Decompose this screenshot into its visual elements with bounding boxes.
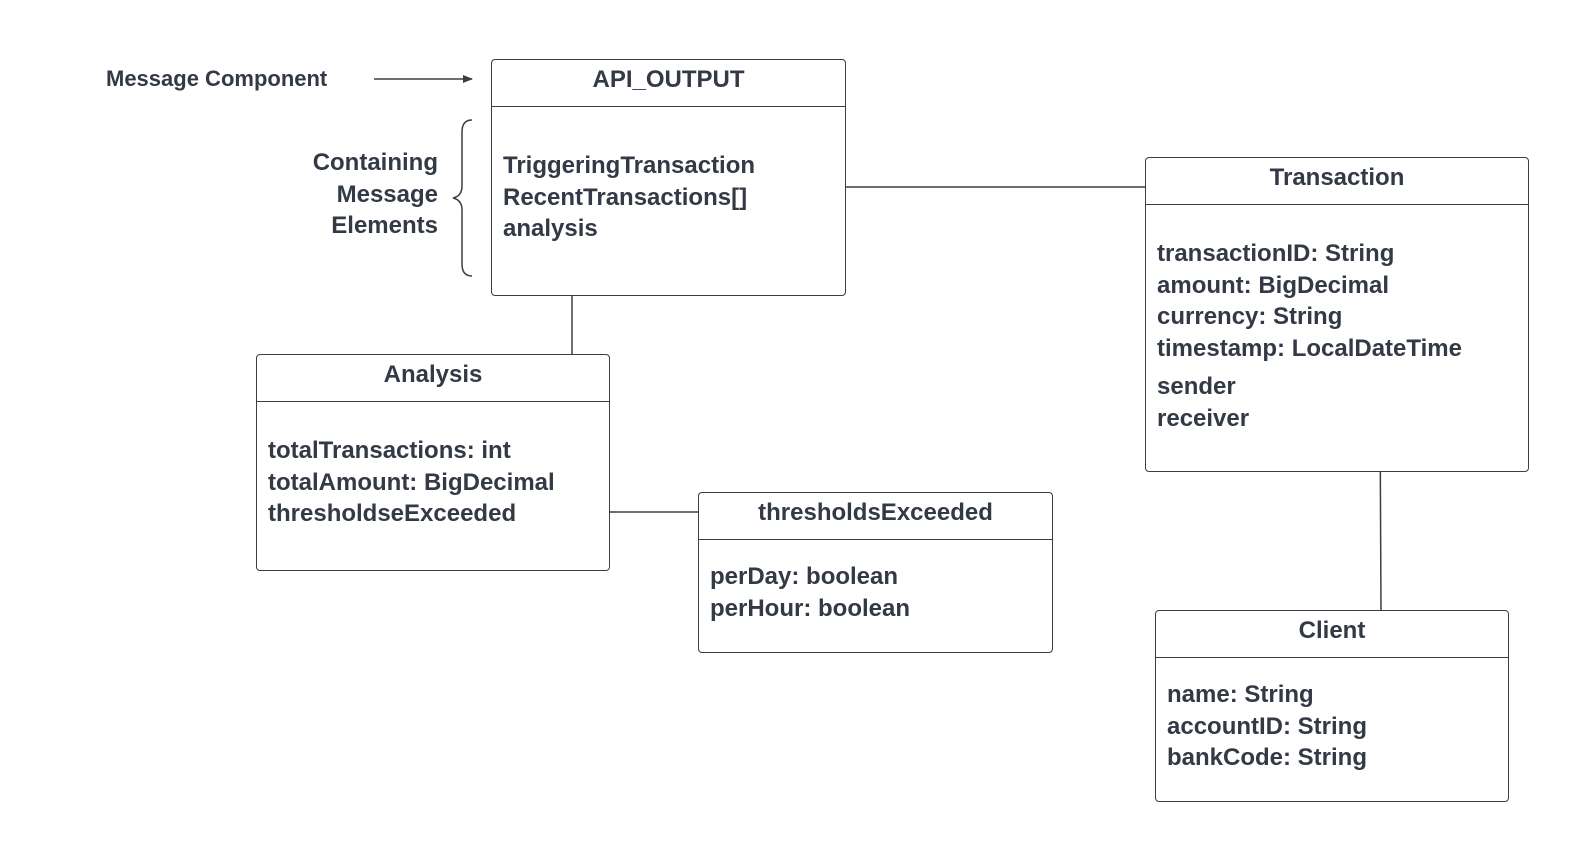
containing-label-line: Message — [336, 180, 438, 208]
transaction-attributes: transactionID: String amount: BigDecimal… — [1157, 238, 1462, 364]
api-output-class-box: API_OUTPUT TriggeringTransaction RecentT… — [491, 59, 846, 296]
class-attribute: accountID: String — [1167, 712, 1368, 740]
containing-elements-brace — [452, 119, 473, 277]
class-attribute: sender — [1157, 373, 1236, 400]
containing-label-line: Elements — [331, 212, 438, 239]
analysis-attributes: totalTransactions: int totalAmount: BigD… — [268, 435, 555, 530]
message-component-label: Message Component — [106, 66, 328, 91]
class-attribute: perDay: boolean — [710, 563, 899, 590]
thresholds-exceeded-class-title: thresholdsExceeded — [699, 493, 1052, 540]
thresholds-exceeded-class-box: thresholdsExceeded perDay: boolean perHo… — [698, 492, 1053, 653]
class-attribute: amount: BigDecimal — [1157, 271, 1390, 299]
class-attribute: perHour: boolean — [710, 594, 911, 622]
class-attribute: name: String — [1167, 681, 1314, 708]
class-attribute: RecentTransactions[] — [503, 183, 748, 211]
class-attribute: receiver — [1157, 404, 1250, 432]
transaction-class-title: Transaction — [1146, 158, 1528, 205]
analysis-class-title: Analysis — [257, 355, 609, 402]
client-class-box: Client name: String accountID: String ba… — [1155, 610, 1509, 802]
class-attribute: timestamp: LocalDateTime — [1157, 334, 1462, 362]
client-attributes: name: String accountID: String bankCode:… — [1167, 679, 1367, 774]
class-attribute: analysis — [503, 215, 598, 242]
containing-message-elements-label: Containing Message Elements — [260, 147, 438, 242]
class-attribute: currency: String — [1157, 303, 1343, 330]
analysis-class-box: Analysis totalTransactions: int totalAmo… — [256, 354, 610, 571]
class-attribute: transactionID: String — [1157, 240, 1395, 267]
client-class-title: Client — [1156, 611, 1508, 658]
api-output-class-title: API_OUTPUT — [492, 60, 845, 107]
api-output-attributes: TriggeringTransaction RecentTransactions… — [503, 150, 755, 245]
thresholds-exceeded-attributes: perDay: boolean perHour: boolean — [710, 561, 910, 624]
class-attribute: TriggeringTransaction — [503, 152, 756, 179]
class-attribute: bankCode: String — [1167, 744, 1368, 771]
containing-label-line: Containing — [312, 149, 438, 176]
transaction-party-attributes: sender receiver — [1157, 371, 1249, 434]
class-attribute: totalTransactions: int — [268, 437, 511, 464]
transaction-class-box: Transaction transactionID: String amount… — [1145, 157, 1529, 472]
class-attribute: thresholdseExceeded — [268, 500, 517, 527]
class-attribute: totalAmount: BigDecimal — [268, 468, 555, 496]
